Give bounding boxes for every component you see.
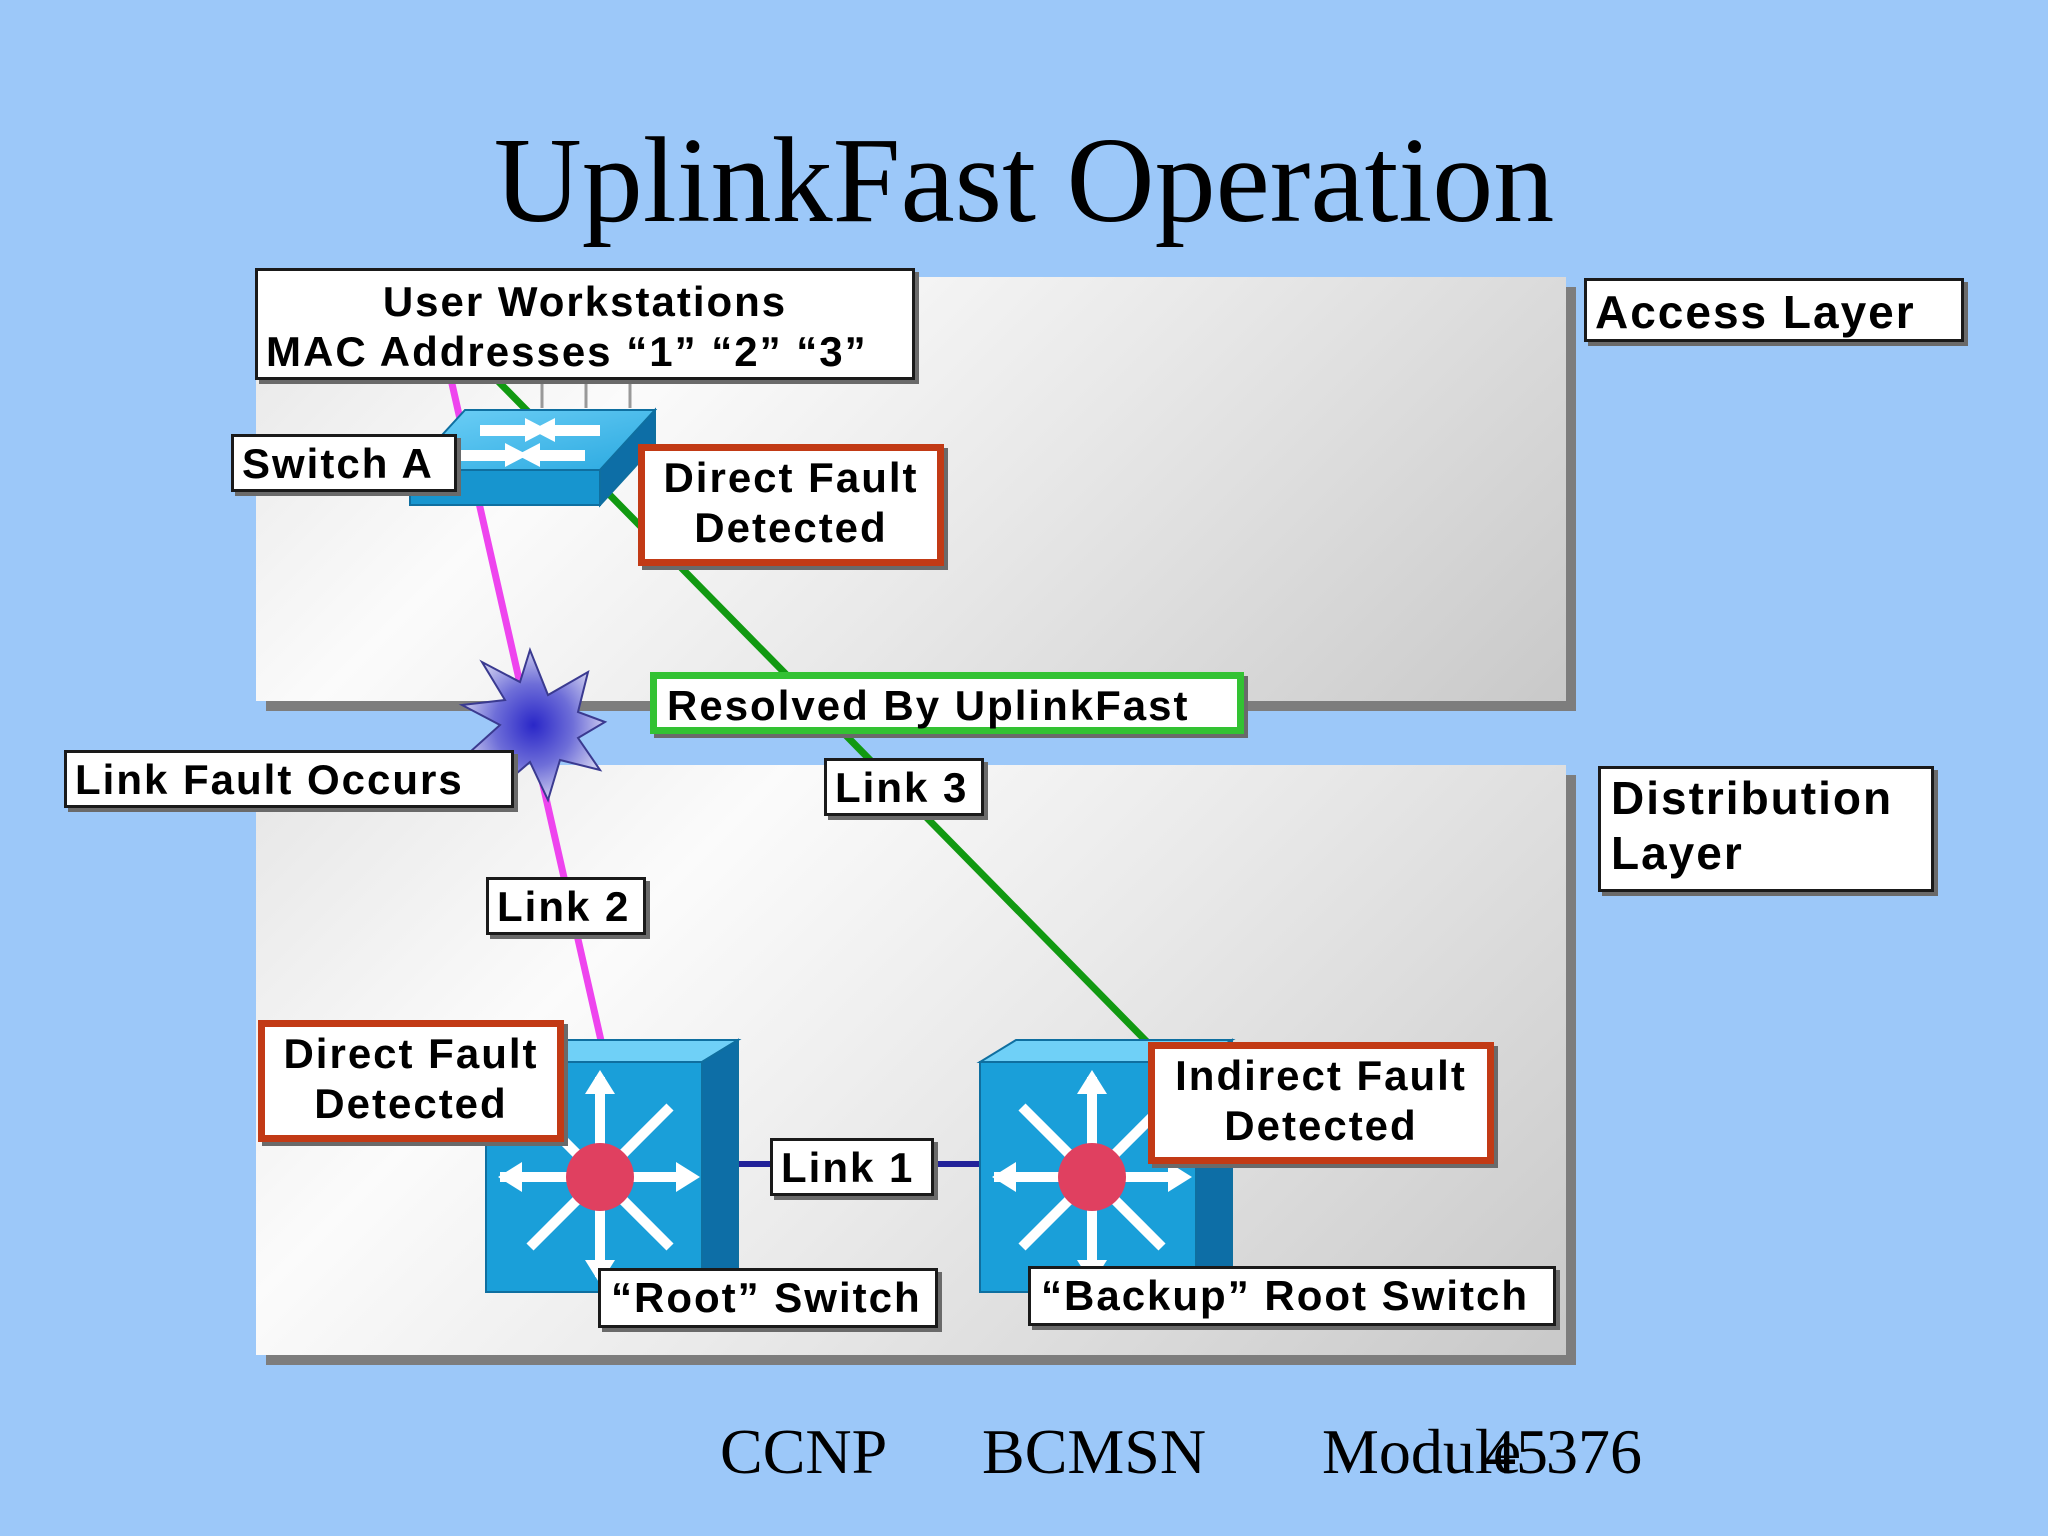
indirect-fault-label: Indirect Fault Detected xyxy=(1148,1042,1494,1164)
link3-label: Link 3 xyxy=(824,758,984,816)
indirect-fault-line2: Detected xyxy=(1224,1102,1418,1150)
footer-page-a: 45 xyxy=(1484,1416,1548,1487)
direct-fault-root-line2: Detected xyxy=(314,1080,508,1128)
root-switch-label: “Root” Switch xyxy=(598,1268,938,1328)
direct-fault-access-label: Direct Fault Detected xyxy=(638,444,944,566)
indirect-fault-line1: Indirect Fault xyxy=(1175,1052,1467,1099)
resolved-by-uplinkfast-label: Resolved By UplinkFast xyxy=(650,672,1244,734)
footer-subject: BCMSN xyxy=(982,1416,1207,1487)
distribution-layer-label-line2: Layer xyxy=(1611,827,1744,880)
distribution-layer-label: Distribution Layer xyxy=(1598,766,1934,892)
link2-label: Link 2 xyxy=(486,877,646,935)
footer-page-b: 376 xyxy=(1546,1416,1642,1487)
distribution-layer-label-line1: Distribution xyxy=(1611,772,1894,824)
workstations-label: User Workstations MAC Addresses “1” “2” … xyxy=(255,268,915,380)
footer-module: Module xyxy=(1322,1416,1522,1487)
direct-fault-access-line1: Direct Fault xyxy=(663,454,919,501)
backup-root-switch-label: “Backup” Root Switch xyxy=(1028,1266,1556,1326)
access-layer-label: Access Layer xyxy=(1584,278,1964,342)
backup-root-switch-icon xyxy=(976,1038,1236,1294)
page-title: UplinkFast Operation xyxy=(493,113,1555,248)
direct-fault-root-line1: Direct Fault xyxy=(283,1030,539,1077)
footer-course: CCNP xyxy=(720,1416,888,1487)
link-fault-label: Link Fault Occurs xyxy=(64,750,514,808)
workgroup-switch-icon xyxy=(407,407,658,508)
direct-fault-access-line2: Detected xyxy=(694,504,888,552)
direct-fault-root-label: Direct Fault Detected xyxy=(258,1020,564,1142)
fault-burst-icon xyxy=(458,647,608,803)
workstations-label-line1: User Workstations xyxy=(382,278,788,325)
workstation-ports xyxy=(540,378,632,408)
link1-label: Link 1 xyxy=(770,1138,934,1196)
workstations-label-line2: MAC Addresses “1” “2” “3” xyxy=(266,328,868,376)
switch-a-label: Switch A xyxy=(231,434,457,492)
